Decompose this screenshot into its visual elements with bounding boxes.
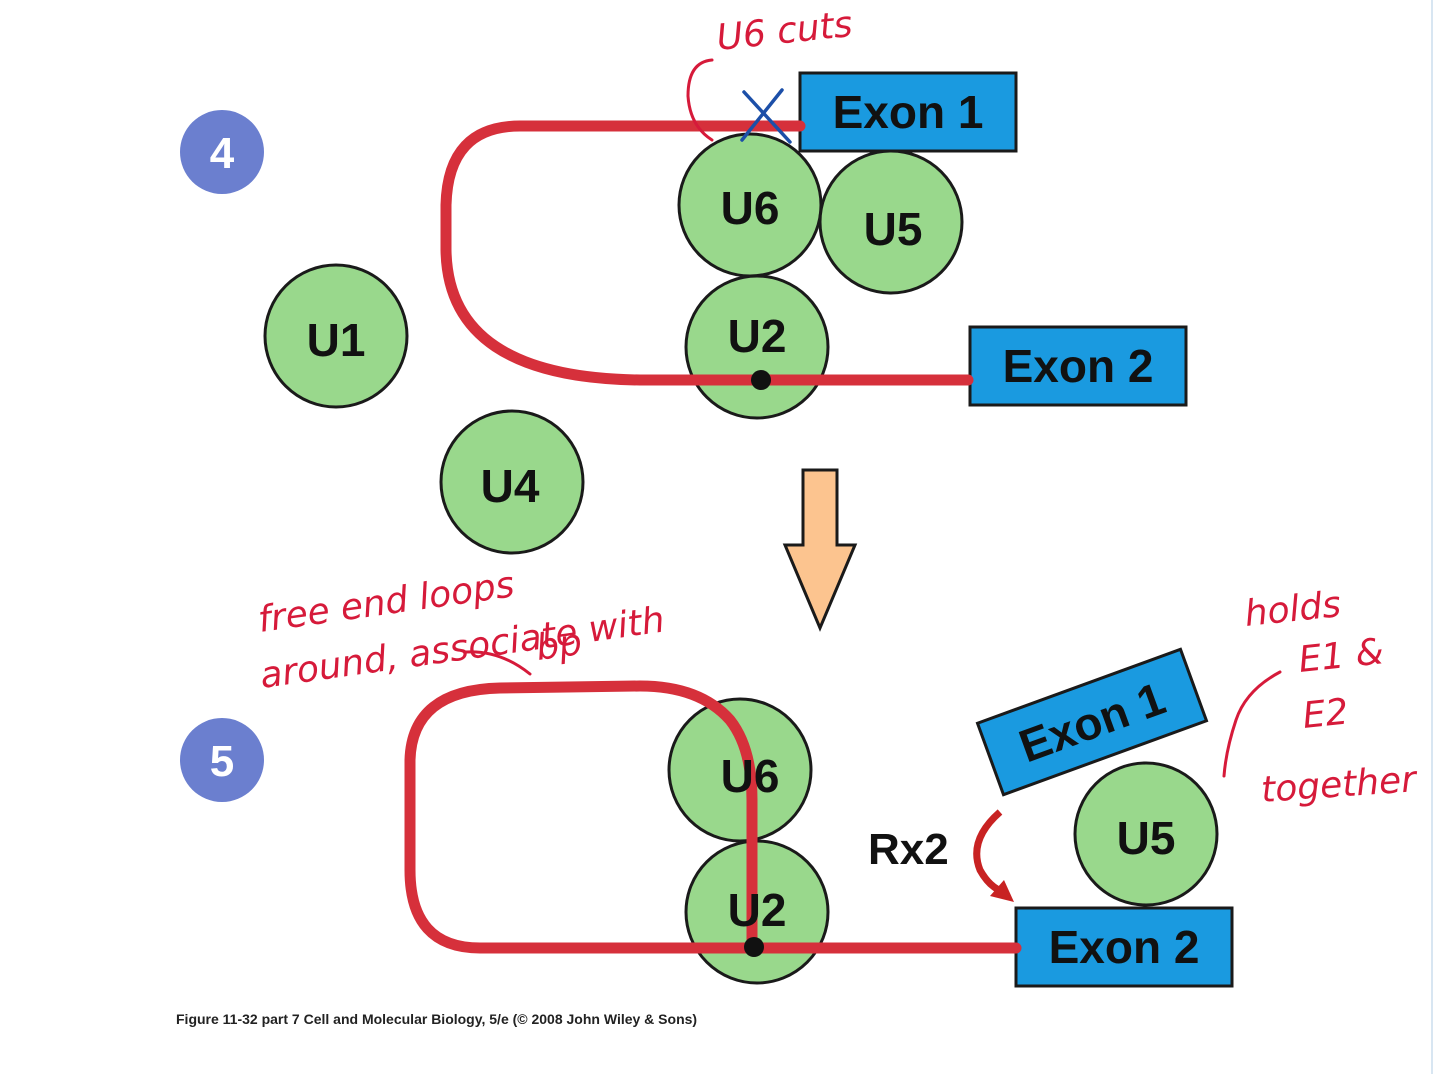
- rx2-label: Rx2: [868, 825, 949, 874]
- u2-label-step4: U2: [728, 310, 787, 362]
- step-5-panel: 5 Exon 1 Exon 2 U6 U2 U5 Rx2 free end lo…: [180, 564, 1420, 988]
- u2-label-step5: U2: [728, 884, 787, 936]
- cut-mark-stroke-1: [742, 90, 792, 144]
- step-5-badge: [180, 718, 264, 802]
- exon-2-label-step4: Exon 2: [1003, 340, 1154, 392]
- exon-1-box-step4: [798, 71, 1018, 153]
- u5-label-step4: U5: [864, 203, 923, 255]
- u5-label-step5: U5: [1117, 812, 1176, 864]
- rx2-arrowhead: [990, 880, 1014, 902]
- exon-1-label-step4: Exon 1: [833, 86, 984, 138]
- rx2-curved-arrow: [973, 809, 1006, 896]
- u4-label: U4: [481, 460, 540, 512]
- u1-snrnp: [263, 263, 409, 409]
- u6-cuts-pointer: [686, 58, 714, 142]
- u6-snrnp-step5: [667, 697, 813, 843]
- u1-label: U1: [307, 314, 366, 366]
- intron-rna-step4: [440, 120, 974, 386]
- exon-2-label-step5: Exon 2: [1049, 921, 1200, 973]
- step-5-label: 5: [210, 737, 234, 786]
- holds-pointer: [1222, 670, 1282, 778]
- lariat-rna-step5: [404, 680, 1022, 954]
- u6-label-step5: U6: [721, 750, 780, 802]
- free-end-note-line-3: bp: [534, 622, 585, 669]
- branch-point-dot-step5: [744, 937, 764, 957]
- step-4-badge: [180, 110, 264, 194]
- cut-mark-stroke-2: [740, 88, 784, 142]
- figure-caption: Figure 11-32 part 7 Cell and Molecular B…: [176, 1011, 697, 1027]
- u6-label-step4: U6: [721, 182, 780, 234]
- step-4-label: 4: [210, 129, 235, 178]
- exon-2-box-step4: [968, 325, 1188, 407]
- u5-snrnp-step5: [1073, 761, 1219, 907]
- holds-note-line-2: E1 &: [1297, 631, 1386, 681]
- u6-cuts-note: U6 cuts: [715, 4, 855, 59]
- holds-note-line-1: holds: [1243, 584, 1343, 635]
- holds-note-line-4: together: [1260, 759, 1420, 811]
- exon-1-box-step5: [975, 647, 1209, 797]
- branch-point-dot-step4: [751, 370, 771, 390]
- u4-snrnp: [439, 409, 585, 555]
- down-arrow: [782, 468, 858, 632]
- step-4-panel: 4 U1 U4 Exon 1 Exon 2 U6 U5 U2 U6 cuts: [180, 4, 1188, 555]
- holds-note-line-3: E2: [1301, 691, 1351, 737]
- free-end-pointer: [464, 650, 532, 676]
